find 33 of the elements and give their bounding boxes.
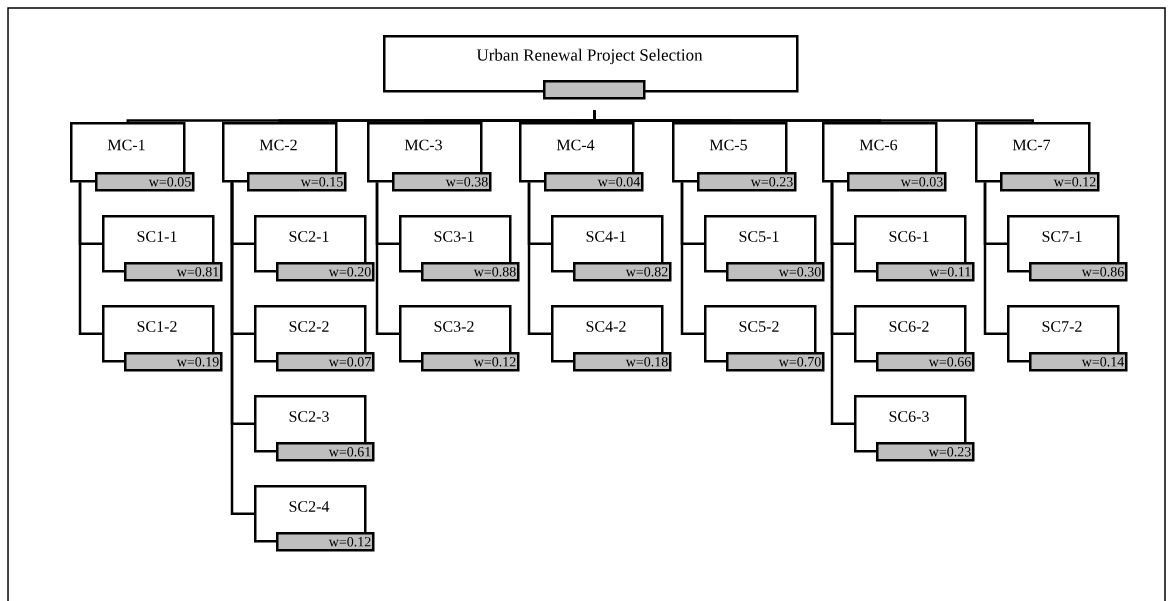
goal-box: Urban Renewal Project Selection [383,35,799,100]
connector [593,110,1034,124]
weight-bar: w=0.86 [1029,262,1128,282]
connector [527,182,551,335]
weight-bar: w=0.12 [1000,172,1100,192]
weight-bar: w=0.82 [573,262,672,282]
weight-bar: w=0.61 [276,442,375,462]
weight-bar: w=0.19 [124,352,223,372]
weight-bar: w=0.04 [544,172,644,192]
connector [230,182,254,515]
weight-bar: w=0.05 [95,172,195,192]
weight-bar: w=0.12 [276,532,375,552]
connector [830,182,854,425]
weight-bar: w=0.30 [726,262,825,282]
weight-bar: w=0.20 [276,262,375,282]
weight-bar: w=0.15 [247,172,347,192]
weight-bar: w=0.81 [124,262,223,282]
weight-bar: w=0.88 [421,262,520,282]
weight-bar: w=0.12 [421,352,520,372]
weight-bar: w=0.70 [726,352,825,372]
weight-bar: w=0.38 [392,172,492,192]
connector [983,182,1007,335]
weight-bar: w=0.23 [876,442,975,462]
weight-bar: w=0.03 [847,172,947,192]
weight-bar: w=0.18 [573,352,672,372]
weight-bar: w=0.07 [276,352,375,372]
weight-bar: w=0.14 [1029,352,1128,372]
weight-bar: w=0.11 [876,262,975,282]
connector [375,182,399,335]
connector [78,182,102,335]
weight-bar: w=0.23 [697,172,797,192]
weight-bar: w=0.66 [876,352,975,372]
connector [680,182,704,335]
